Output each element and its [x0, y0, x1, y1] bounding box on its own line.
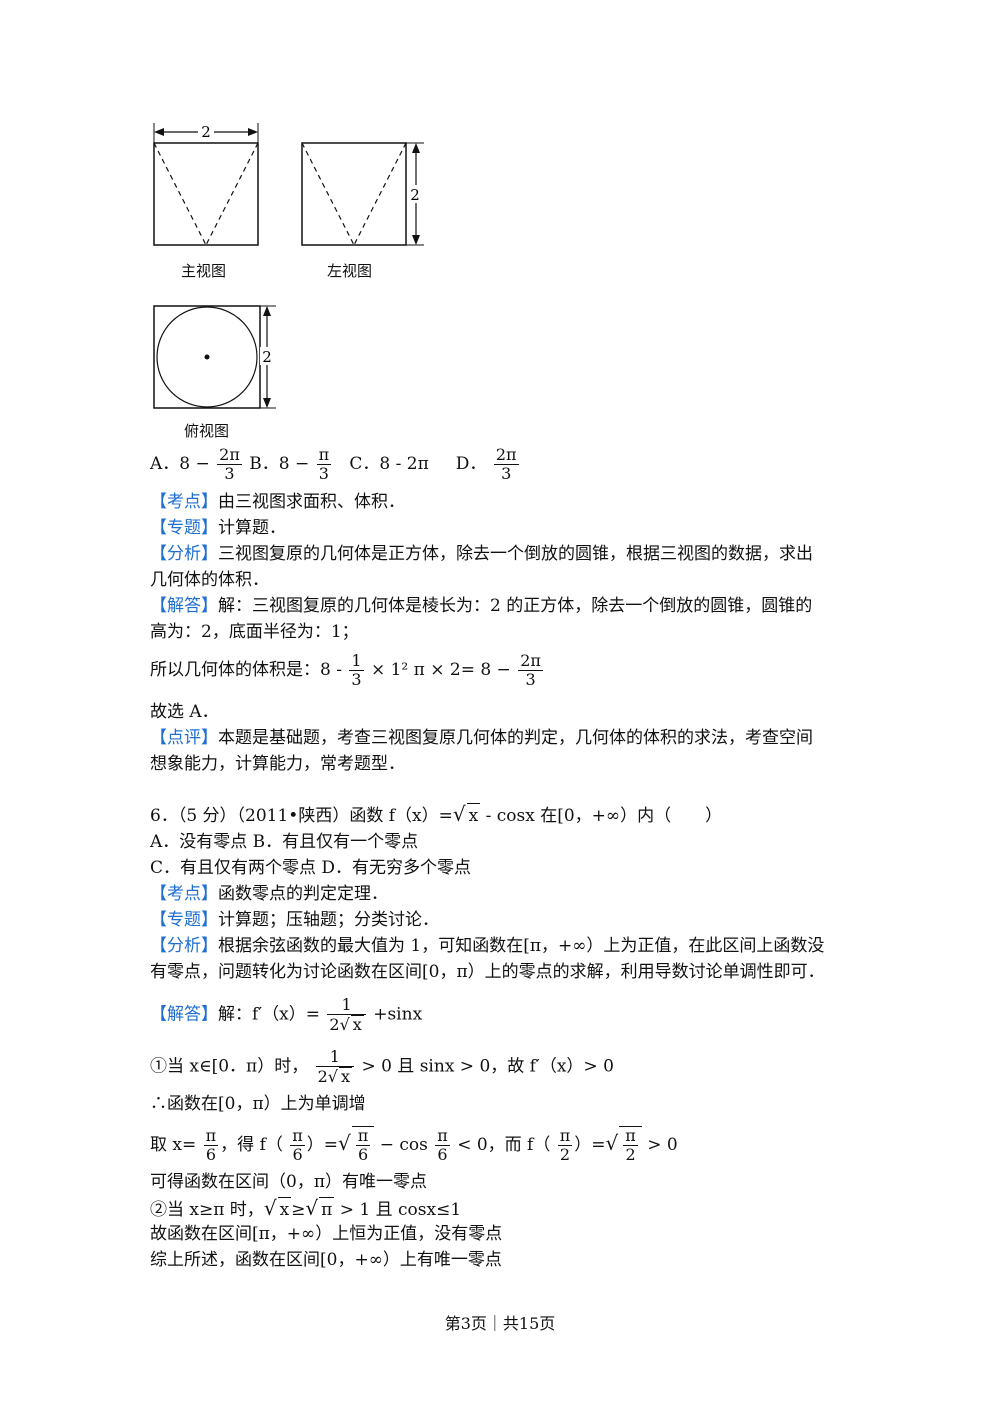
- q6-stem: 6．（5 分）（2011•陕西）函数 f（x）=√x - cosx 在[0，+∞…: [150, 802, 723, 826]
- side-dim-label: 2: [410, 186, 420, 204]
- top-dim-label: 2: [262, 348, 272, 366]
- q6-unique: 可得函数在区间（0，π）有唯一零点: [150, 1172, 427, 1192]
- front-view: 2: [153, 123, 259, 246]
- front-view-label: 主视图: [181, 262, 227, 280]
- q6-case2: ②当 x≥π 时，√x≥√π > 1 且 cosx≤1: [150, 1196, 462, 1220]
- q6-fenxi: 【分析】根据余弦函数的最大值为 1，可知函数在[π，+∞）上为正值，在此区间上函…: [150, 936, 825, 956]
- q6-options-ab: A．没有零点 B．有且仅有一个零点: [150, 832, 419, 852]
- q5-fenxi-cont: 几何体的体积．: [150, 570, 269, 590]
- q5-fenxi: 【分析】三视图复原的几何体是正方体，除去一个倒放的圆锥，根据三视图的数据，求出: [150, 544, 813, 564]
- q5-dianping: 【点评】本题是基础题，考查三视图复原几何体的判定，几何体的体积的求法，考查空间: [150, 728, 813, 748]
- side-view: 2: [301, 142, 424, 246]
- q5-jieda-cont: 高为：2，底面半径为：1；: [150, 622, 359, 642]
- q6-monotone: ∴函数在[0，π）上为单调增: [150, 1094, 366, 1114]
- q6-fenxi-cont: 有零点，问题转化为讨论函数在区间[0，π）上的零点的求解，利用导数讨论单调性即可…: [150, 962, 825, 982]
- q5-kaodian: 【考点】由三视图求面积、体积．: [150, 492, 405, 512]
- q5-dianping-cont: 想象能力，计算能力，常考题型．: [150, 754, 405, 774]
- front-dim-label: 2: [201, 123, 211, 141]
- top-view-label: 俯视图: [184, 422, 230, 440]
- q6-options-cd: C．有且仅有两个零点 D．有无穷多个零点: [150, 858, 472, 878]
- side-view-label: 左视图: [327, 262, 373, 280]
- q6-positive: 故函数在区间[π，+∞）上恒为正值，没有零点: [150, 1224, 503, 1244]
- three-view-figures: 2 2 2: [153, 123, 424, 409]
- q6-kaodian: 【考点】函数零点的判定定理．: [150, 884, 388, 904]
- page-footer: 第3页｜共15页: [444, 1314, 556, 1333]
- top-view: 2: [153, 305, 276, 409]
- q5-choose: 故选 A．: [150, 702, 219, 722]
- q6-summary: 综上所述，函数在区间[0，+∞）上有唯一零点: [150, 1250, 502, 1270]
- q6-zhuanti: 【专题】计算题；压轴题；分类讨论．: [150, 910, 439, 930]
- q5-zhuanti: 【专题】计算题．: [150, 518, 286, 538]
- q5-jieda: 【解答】解：三视图复原的几何体是棱长为：2 的正方体，除去一个倒放的圆锥，圆锥的: [150, 596, 813, 616]
